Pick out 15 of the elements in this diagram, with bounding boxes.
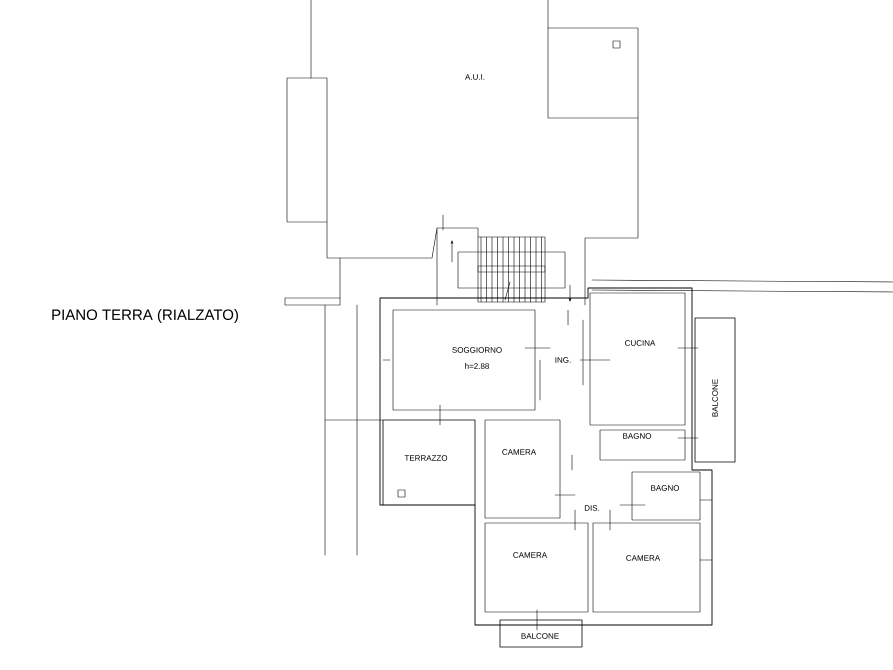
room-label: BALCONE [522, 633, 559, 639]
room-label: h=2.88 [465, 363, 489, 369]
room-label: ING. [556, 357, 570, 363]
room-label: DIS. [584, 505, 600, 511]
room-label: A.U.I. [465, 74, 484, 80]
room-label: TERRAZZO [404, 455, 448, 461]
room-label: CAMERA [626, 555, 660, 561]
room-label: SOGGIORNO [452, 347, 502, 353]
plan-title: PIANO TERRA (RIALZATO) [52, 309, 238, 323]
room-label: BAGNO [623, 433, 652, 439]
room-label: BAGNO [651, 485, 680, 491]
room-label: CAMERA [513, 552, 548, 558]
room-label: BALCONE [712, 379, 718, 416]
room-label: CAMERA [502, 449, 536, 455]
room-label: CUCINA [625, 340, 656, 346]
